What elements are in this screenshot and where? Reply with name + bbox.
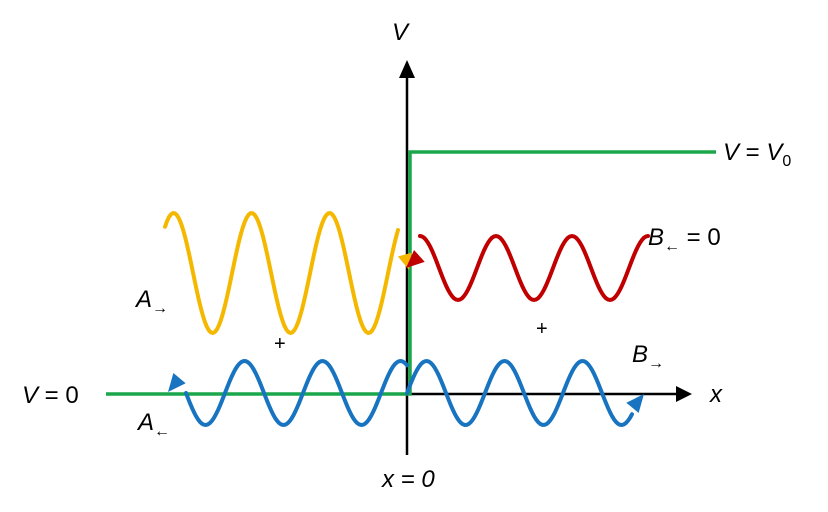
plus-sign-right: + [536,318,548,340]
x-zero-label: x = 0 [381,466,435,493]
x-axis-arrowhead [676,386,692,402]
a-left-var: A [136,409,154,436]
plus-sign-left: + [274,333,286,355]
b-right-var: B [632,341,648,368]
reflected-wave-a-left [184,359,409,428]
a-right-label: A→ [134,286,168,317]
a-left-label: A← [136,409,170,440]
b-left-subscript: ← [664,238,680,255]
v-step-subscript: 0 [782,153,791,170]
v-step-var: V [723,139,741,166]
x-axis-label: x [709,381,723,408]
v-zero-label: V = 0 [22,382,79,409]
b-right-subscript: → [648,355,664,372]
reflected-wave-b-left [418,233,650,303]
a-left-subscript: ← [154,423,170,440]
b-left-label: B← = 0 [648,224,721,255]
a-right-var: A [134,286,152,313]
a-right-subscript: → [152,300,168,317]
reflected-wave-a-left-arrowhead [168,373,186,392]
transmitted-wave-b-right [405,358,634,427]
b-right-label: B→ [632,341,664,372]
potential-step-line [106,150,716,396]
reflected-wave-arrowhead [406,250,425,268]
transmitted-wave-arrowhead [626,394,644,413]
v-step-label: V = V0 [723,139,791,170]
x-zero-text: x = 0 [381,466,435,493]
b-left-rest: = 0 [680,224,721,251]
v-step-var2: V [766,139,784,166]
v-zero-rest: = 0 [38,382,79,409]
v-axis-arrowhead [399,60,415,78]
b-left-var: B [648,224,664,251]
v-zero-var: V [22,382,40,409]
v-step-eq: = [739,139,766,166]
incident-wave-a-right [163,210,400,336]
v-axis-label: V [392,19,410,46]
